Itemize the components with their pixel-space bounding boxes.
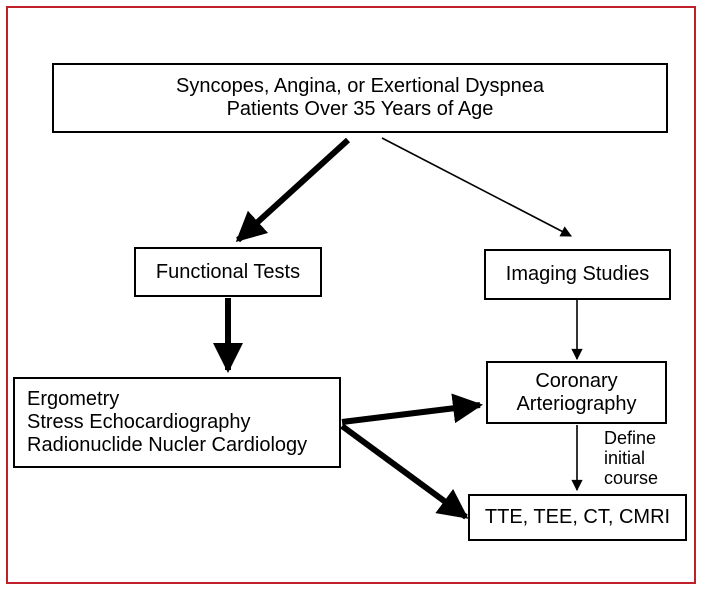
node-functional-tests-label: Functional Tests xyxy=(155,260,301,283)
edge-label-line-1: Define xyxy=(604,428,657,448)
arrow-tests-to-tte xyxy=(340,423,469,520)
edge-label-line-2: initial xyxy=(604,448,646,468)
node-tte-tee-ct-cmri: TTE, TEE, CT, CMRI xyxy=(468,494,687,541)
node-imaging-studies: Imaging Studies xyxy=(484,249,671,300)
node-root-line-1: Syncopes, Angina, or Exertional Dyspnea xyxy=(176,75,544,97)
node-functional-tests: Functional Tests xyxy=(134,247,322,297)
edge-label-define-initial-course: Define initial course xyxy=(604,428,658,488)
node-root-line-2: Patients Over 35 Years of Age xyxy=(226,98,494,120)
node-tests-line-2: Stress Echocardiography xyxy=(27,411,251,433)
arrow-root-to-functional xyxy=(235,137,351,243)
node-tests: Ergometry Stress Echocardiography Radion… xyxy=(13,377,341,468)
node-root: Syncopes, Angina, or Exertional Dyspnea … xyxy=(52,63,668,133)
node-imaging-studies-label: Imaging Studies xyxy=(505,263,650,285)
node-tests-line-1: Ergometry xyxy=(27,388,120,410)
arrow-root-to-imaging xyxy=(381,137,572,237)
node-coronary-line-1: Coronary xyxy=(535,369,618,392)
node-tte-label: TTE, TEE, CT, CMRI xyxy=(484,506,671,528)
diagram-frame xyxy=(6,6,696,584)
node-tests-line-3: Radionuclide Nucler Cardiology xyxy=(27,434,308,456)
edge-label-line-3: course xyxy=(604,468,659,488)
node-coronary-line-2: Arteriography xyxy=(516,392,637,415)
arrow-tests-to-coronary xyxy=(341,393,483,425)
node-coronary-arteriography: Coronary Arteriography xyxy=(486,361,667,424)
